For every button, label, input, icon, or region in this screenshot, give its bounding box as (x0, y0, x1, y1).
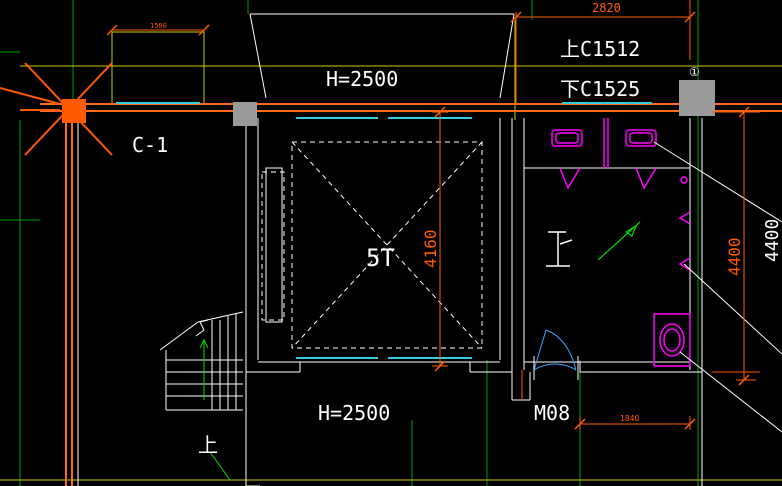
label-door-m08: M08 (534, 401, 570, 425)
stair-arrow (199, 338, 231, 481)
toilet-fixtures[interactable] (551, 118, 691, 367)
grid-lines (0, 0, 699, 486)
label-axis-bubble: ① (689, 65, 700, 79)
dim-elevator-height: 4160 (421, 229, 440, 268)
counterweight (265, 167, 283, 323)
windows (116, 102, 652, 359)
label-height-bottom: H=2500 (318, 401, 390, 425)
column-mid[interactable] (233, 102, 257, 126)
dimension-ticks (106, 11, 750, 430)
column-c1[interactable] (62, 99, 86, 123)
floor-drain-marker (597, 221, 641, 261)
label-elevator: 5T (366, 244, 395, 272)
dim-bottom-width: 1840 (620, 414, 639, 423)
top-room-outline (249, 13, 515, 99)
dim-right-height-outer: 4400 (762, 219, 782, 262)
dim-right-height-inner: 4400 (725, 237, 744, 276)
label-height-top: H=2500 (326, 67, 398, 91)
dim-top-width: 2820 (592, 1, 621, 15)
label-window-lower: 下C1525 (560, 77, 640, 101)
dim-left-width: 1500 (150, 22, 167, 30)
toilet-room-symbol-icon (546, 231, 573, 267)
elevator-shaft (261, 141, 483, 349)
axis-lines (40, 103, 782, 486)
column-right[interactable] (679, 80, 715, 116)
door-frame (533, 356, 579, 380)
label-window-upper: 上C1512 (560, 37, 640, 61)
leader-lines (653, 141, 782, 433)
label-stair-up: 上 (198, 433, 218, 457)
label-column-c1: C-1 (132, 133, 168, 157)
walls (65, 118, 703, 486)
door-swing[interactable] (533, 329, 577, 371)
dimension-lines (112, 0, 760, 430)
